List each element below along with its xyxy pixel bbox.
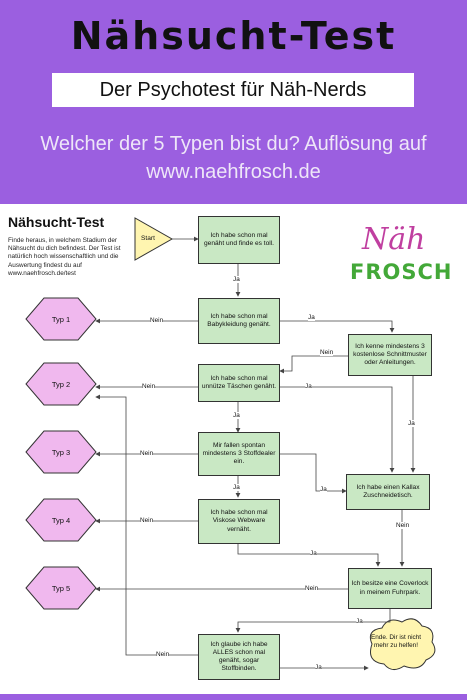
type-1-label: Typ 1 xyxy=(51,315,71,324)
flowchart-connectors xyxy=(25,217,436,671)
edge-label-no: Nein xyxy=(150,317,164,324)
edge-label-no: Nein xyxy=(305,585,319,592)
type-3-label: Typ 3 xyxy=(51,448,71,457)
flowchart-intro: Finde heraus, in welchem Stadium der Näh… xyxy=(8,237,121,277)
question-node-1: Ich habe schon mal genäht und finde es t… xyxy=(198,216,280,264)
start-shape xyxy=(134,217,174,261)
edge-label-yes: Ja xyxy=(233,484,240,491)
question-node-9: Ich glaube ich habe ALLES schon mal genä… xyxy=(198,634,280,680)
start-label: Start xyxy=(141,235,155,242)
edge-label-no: Nein xyxy=(396,522,410,529)
naehfrosch-logo: Näh FROSCH xyxy=(340,218,453,290)
question-node-2: Ich habe schon mal Babykleidung genäht. xyxy=(198,298,280,344)
question-line-1: Welcher der 5 Typen bist du? Auflösung a… xyxy=(40,133,427,155)
edge-label-no: Nein xyxy=(142,383,156,390)
question-node-6: Ich habe einen Kallax Zuschneidetisch. xyxy=(346,474,430,510)
edge-label-yes: Ja xyxy=(310,550,317,557)
edge-label-yes: Ja xyxy=(233,412,240,419)
subtitle-box: Der Psychotest für Näh-Nerds xyxy=(52,73,414,107)
edge-label-no: Nein xyxy=(140,517,154,524)
page-title: Nähsucht-Test xyxy=(70,14,397,58)
logo-text-frosch: FROSCH xyxy=(350,260,453,284)
question-node-4: Ich habe schon mal unnütze Täschen genäh… xyxy=(198,364,280,402)
edge-label-yes: Ja xyxy=(320,486,327,493)
question-node-8: Ich besitze eine Coverlock in meinem Fuh… xyxy=(348,568,432,609)
edge-label-yes: Ja xyxy=(308,314,315,321)
edge-label-yes: Ja xyxy=(305,383,312,390)
end-label: Ende. Dir ist nicht mehr zu helfen! xyxy=(370,634,422,649)
edge-label-no: Nein xyxy=(156,651,170,658)
edge-label-yes: Ja xyxy=(315,664,322,671)
flowchart-panel: Nähsucht-Test Finde heraus, in welchem S… xyxy=(0,204,467,694)
type-2-hexagon xyxy=(25,362,97,406)
type-2-label: Typ 2 xyxy=(51,380,71,389)
type-4-label: Typ 4 xyxy=(51,516,71,525)
question-node-7: Ich habe schon mal Viskose Webware vernä… xyxy=(198,499,280,544)
logo-text-nah: Näh xyxy=(362,222,426,257)
subtitle: Der Psychotest für Näh-Nerds xyxy=(99,78,367,101)
question-line-2: www.naehfrosch.de xyxy=(146,161,321,183)
question-node-3: Ich kenne mindestens 3 kostenlose Schnit… xyxy=(348,334,432,376)
edge-label-yes: Ja xyxy=(408,420,415,427)
edge-label-no: Nein xyxy=(320,349,334,356)
flowchart-title: Nähsucht-Test xyxy=(8,214,105,230)
edge-label-no: Nein xyxy=(140,450,154,457)
edge-label-yes: Ja xyxy=(356,618,363,625)
edge-label-yes: Ja xyxy=(233,276,240,283)
type-5-label: Typ 5 xyxy=(51,584,71,593)
question-node-5: Mir fallen spontan mindestens 3 Stoffdea… xyxy=(198,432,280,476)
end-cloud xyxy=(369,618,436,670)
question-text: Welcher der 5 Typen bist du? Auflösung a… xyxy=(0,130,467,186)
